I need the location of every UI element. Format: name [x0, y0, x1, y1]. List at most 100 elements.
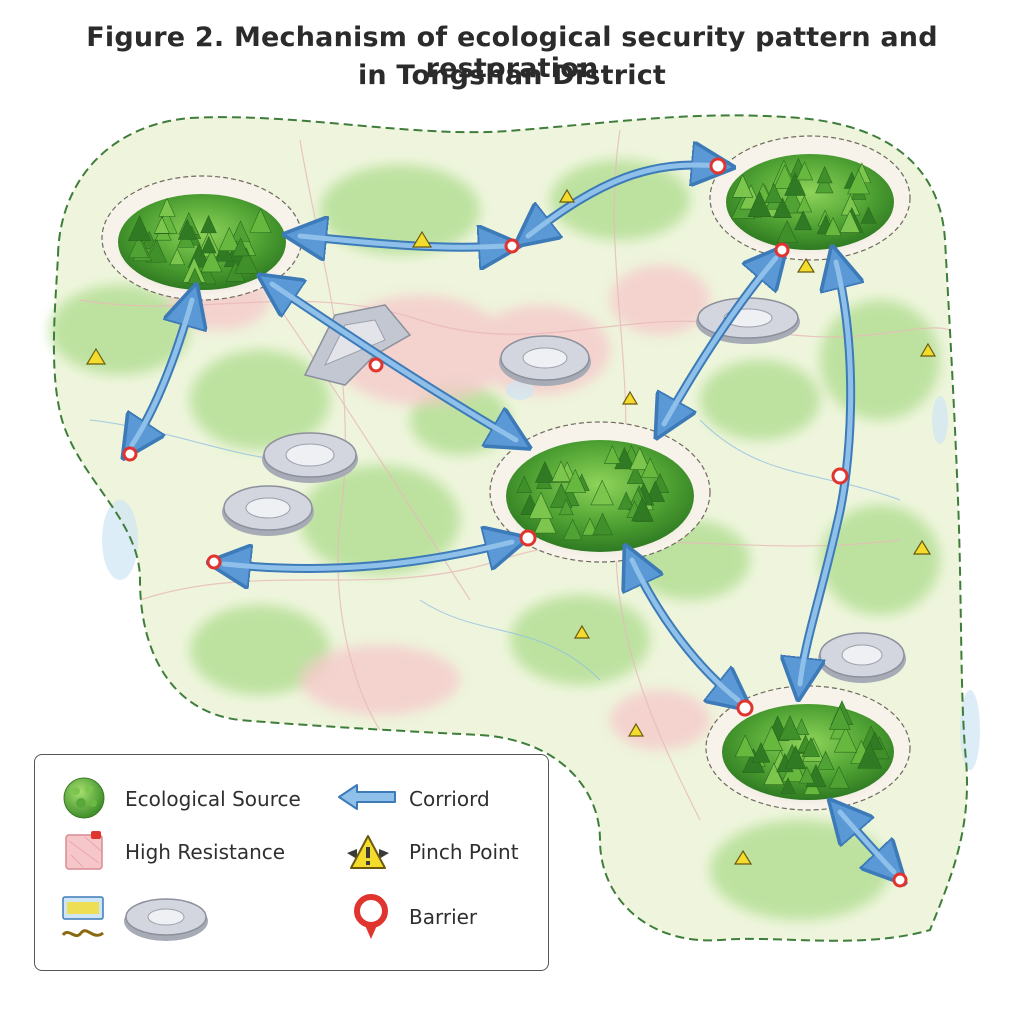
pinch-point-icon [573, 624, 591, 639]
green-patch [700, 360, 820, 440]
tree-icon [640, 457, 660, 478]
barrier-marker [206, 554, 222, 570]
settlement-icon [222, 485, 314, 536]
pinch-points [85, 188, 937, 865]
pinch-point-icon [621, 390, 639, 405]
settlement-icon [818, 632, 906, 683]
tree-icon [534, 508, 557, 534]
corridor-center-west [224, 542, 512, 568]
urban-area [610, 690, 710, 750]
tree-icon [562, 518, 583, 541]
legend-label-pinch-point: Pinch Point [409, 840, 519, 864]
corridor-nw-center [272, 284, 516, 440]
tree-icon [793, 718, 810, 735]
tree-icon [824, 216, 842, 236]
tree-icon [645, 480, 666, 502]
barrier-marker [504, 238, 520, 254]
arrow-left-icon [338, 784, 396, 810]
water-body [960, 690, 980, 770]
tree-icon [760, 725, 784, 752]
legend-label-ecological-source: Ecological Source [125, 787, 301, 811]
tree-icon [828, 765, 850, 789]
legend-label-corridor: Corriord [409, 787, 490, 811]
settlement-icon [499, 335, 591, 386]
settlement-icon [124, 898, 208, 941]
tree-icon [169, 247, 186, 266]
tree-icon [784, 745, 807, 770]
barrier-marker [709, 157, 727, 175]
pinch-point-icon [919, 342, 937, 357]
tree-icon [796, 195, 813, 213]
tree-icon [200, 248, 223, 273]
tree-icon [177, 218, 197, 240]
barrier-marker [892, 872, 908, 888]
tree-icon [232, 237, 250, 257]
tree-icon [218, 226, 241, 251]
tree-icon [795, 161, 814, 181]
tree-icon [551, 460, 571, 482]
corridor-nw-east [300, 236, 505, 247]
pinch-point-icon [796, 257, 816, 273]
green-patch [190, 605, 330, 695]
legend-label-barrier: Barrier [409, 905, 478, 929]
district-boundary [52, 114, 968, 942]
tree-icon [773, 164, 796, 189]
tree-icon [780, 777, 796, 794]
tree-icon [127, 215, 152, 241]
tree-icon [626, 464, 645, 484]
tree-icon [153, 216, 170, 234]
barrier-marker [122, 446, 138, 462]
tree-icon [200, 214, 217, 234]
pinch-point-icon [558, 188, 576, 203]
tree-icon [828, 705, 851, 730]
pinch-point-icon [912, 539, 932, 555]
water-road-icon [61, 896, 104, 938]
tree-icon [516, 475, 533, 493]
tree-icon [857, 741, 883, 769]
legend-label-high-resistance: High Resistance [125, 840, 286, 864]
tree-icon [629, 447, 651, 470]
pinch-point-icon [733, 849, 753, 865]
tree-icon [784, 171, 806, 196]
tree-icon [734, 734, 756, 758]
barriers [122, 157, 908, 888]
ring-marker-icon [354, 894, 388, 939]
tree-icon [145, 238, 168, 263]
tree-icon [590, 479, 614, 506]
tree-icon [773, 197, 792, 218]
settlement-icon [262, 432, 358, 483]
figure-title-line-2: in Tongshan District [357, 60, 667, 91]
tree-icon [833, 726, 858, 753]
tree-icon [839, 209, 861, 233]
ecological-source-ne [709, 135, 911, 261]
barrier-marker [774, 242, 790, 258]
tree-icon [214, 240, 234, 262]
tree-icon [558, 498, 574, 516]
pink-block-icon [65, 831, 103, 870]
tree-icon [764, 182, 783, 203]
tree-icon [815, 173, 834, 194]
corridor-nw-south [132, 300, 192, 445]
pinch-point-icon [85, 347, 107, 365]
tree-icon [581, 517, 599, 536]
barrier-marker [368, 357, 384, 373]
green-patch [820, 300, 940, 420]
tree-icon [751, 741, 771, 763]
urban-area [300, 645, 460, 715]
barrier-marker [519, 529, 537, 547]
legend: Ecological Source Corriord High Resistan… [34, 754, 549, 971]
tree-icon [763, 762, 785, 786]
pinch-point-icon [411, 230, 433, 248]
corridor-se-south [840, 812, 894, 872]
tree-icon [847, 169, 871, 195]
tree-icon [528, 491, 554, 519]
tree-icon [631, 496, 654, 522]
ecological-sources [101, 135, 911, 811]
tree-icon [234, 247, 259, 274]
tree-icon [860, 206, 877, 224]
tree-icon [798, 765, 815, 784]
tree-icon [617, 491, 635, 510]
water-body [102, 500, 138, 580]
warning-triangle-icon [347, 835, 389, 869]
tree-icon [747, 190, 772, 218]
